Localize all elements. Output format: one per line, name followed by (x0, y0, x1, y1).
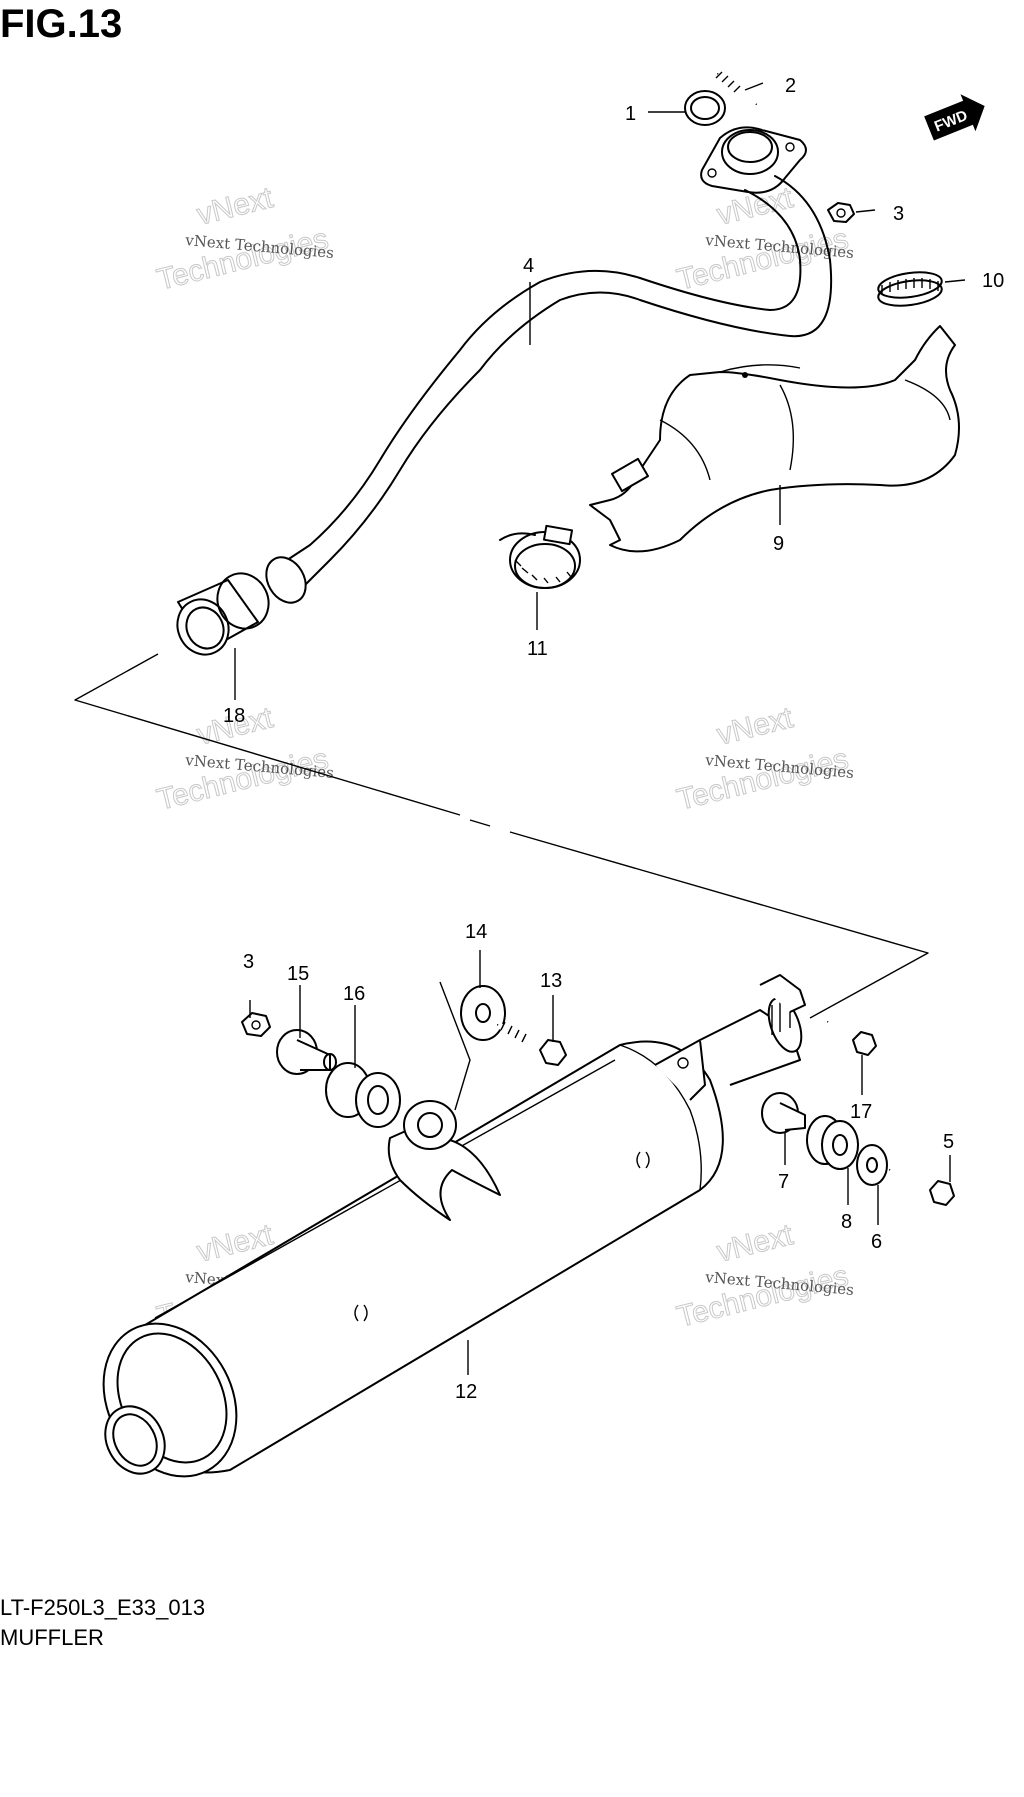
watermark-mid-right: vNext Technologies vNext Technologies (673, 701, 854, 818)
stud-bolt-part-2 (715, 71, 758, 107)
part-number-9: 9 (773, 533, 784, 555)
grommet-part-16 (325, 1062, 401, 1128)
watermark-top-right: vNext Technologies vNext Technologies (673, 181, 854, 298)
washer-part-6 (856, 1144, 888, 1186)
gasket-part-1 (684, 90, 726, 126)
part-number-13: 13 (540, 970, 562, 992)
nut-part-3-top (827, 202, 855, 223)
part-number-17: 17 (850, 1101, 872, 1123)
bolt-part-5 (888, 1167, 955, 1206)
watermark-bottom-right: vNext Technologies vNext Technologies (673, 1218, 854, 1335)
part-number-3-top: 3 (893, 203, 904, 225)
part-number-18: 18 (223, 705, 245, 727)
svg-text:vNext: vNext (714, 1218, 797, 1269)
svg-text:Technologies: Technologies (674, 1259, 852, 1333)
svg-text:Technologies: Technologies (154, 222, 332, 296)
grommet-part-8 (806, 1115, 859, 1170)
svg-text:vNext: vNext (194, 181, 277, 232)
watermark-top-left: vNext Technologies vNext Technologies (153, 181, 334, 298)
part-number-1: 1 (625, 103, 636, 125)
fwd-arrow-icon: FWD (924, 94, 985, 141)
part-number-15: 15 (287, 963, 309, 985)
part-number-labels: 1 2 3 4 9 10 11 18 3 15 16 14 13 17 5 7 … (223, 75, 1004, 1403)
sleeve-part-18 (176, 572, 270, 656)
part-number-3-bottom: 3 (243, 951, 254, 973)
part-number-11: 11 (527, 638, 548, 660)
figure-name: MUFFLER (0, 1625, 104, 1650)
leader-lines (234, 82, 966, 1375)
part-number-5: 5 (943, 1131, 954, 1153)
part-number-12: 12 (455, 1381, 477, 1403)
collar-part-15 (276, 1029, 337, 1075)
part-number-8: 8 (841, 1211, 852, 1233)
part-number-16: 16 (343, 983, 365, 1005)
part-number-4: 4 (523, 255, 534, 277)
part-number-7: 7 (778, 1171, 789, 1193)
part-number-14: 14 (465, 921, 487, 943)
washer-part-14 (460, 985, 506, 1041)
heat-shield-part-9 (589, 325, 960, 553)
hose-clamp-part-11 (499, 524, 581, 589)
bolt-part-13 (496, 1021, 567, 1066)
svg-text:Technologies: Technologies (674, 222, 852, 296)
assembly-reference-line (74, 653, 929, 1019)
figure-code: LT-F250L3_E33_013 (0, 1595, 206, 1620)
clamp-band-part-10 (877, 271, 943, 307)
muffler-part-12 (102, 974, 806, 1478)
svg-text:Technologies: Technologies (154, 742, 332, 816)
part-number-6: 6 (871, 1231, 882, 1253)
bolt-part-17 (826, 1020, 877, 1056)
collar-part-7 (761, 1092, 806, 1134)
exhaust-pipe-part-4 (265, 126, 833, 604)
svg-text:Technologies: Technologies (674, 742, 852, 816)
part-number-2: 2 (785, 75, 796, 97)
figure-title: FIG.13 (0, 2, 123, 46)
nut-part-3-bottom (241, 1012, 271, 1037)
part-number-10: 10 (982, 270, 1004, 292)
svg-text:vNext: vNext (714, 701, 797, 752)
